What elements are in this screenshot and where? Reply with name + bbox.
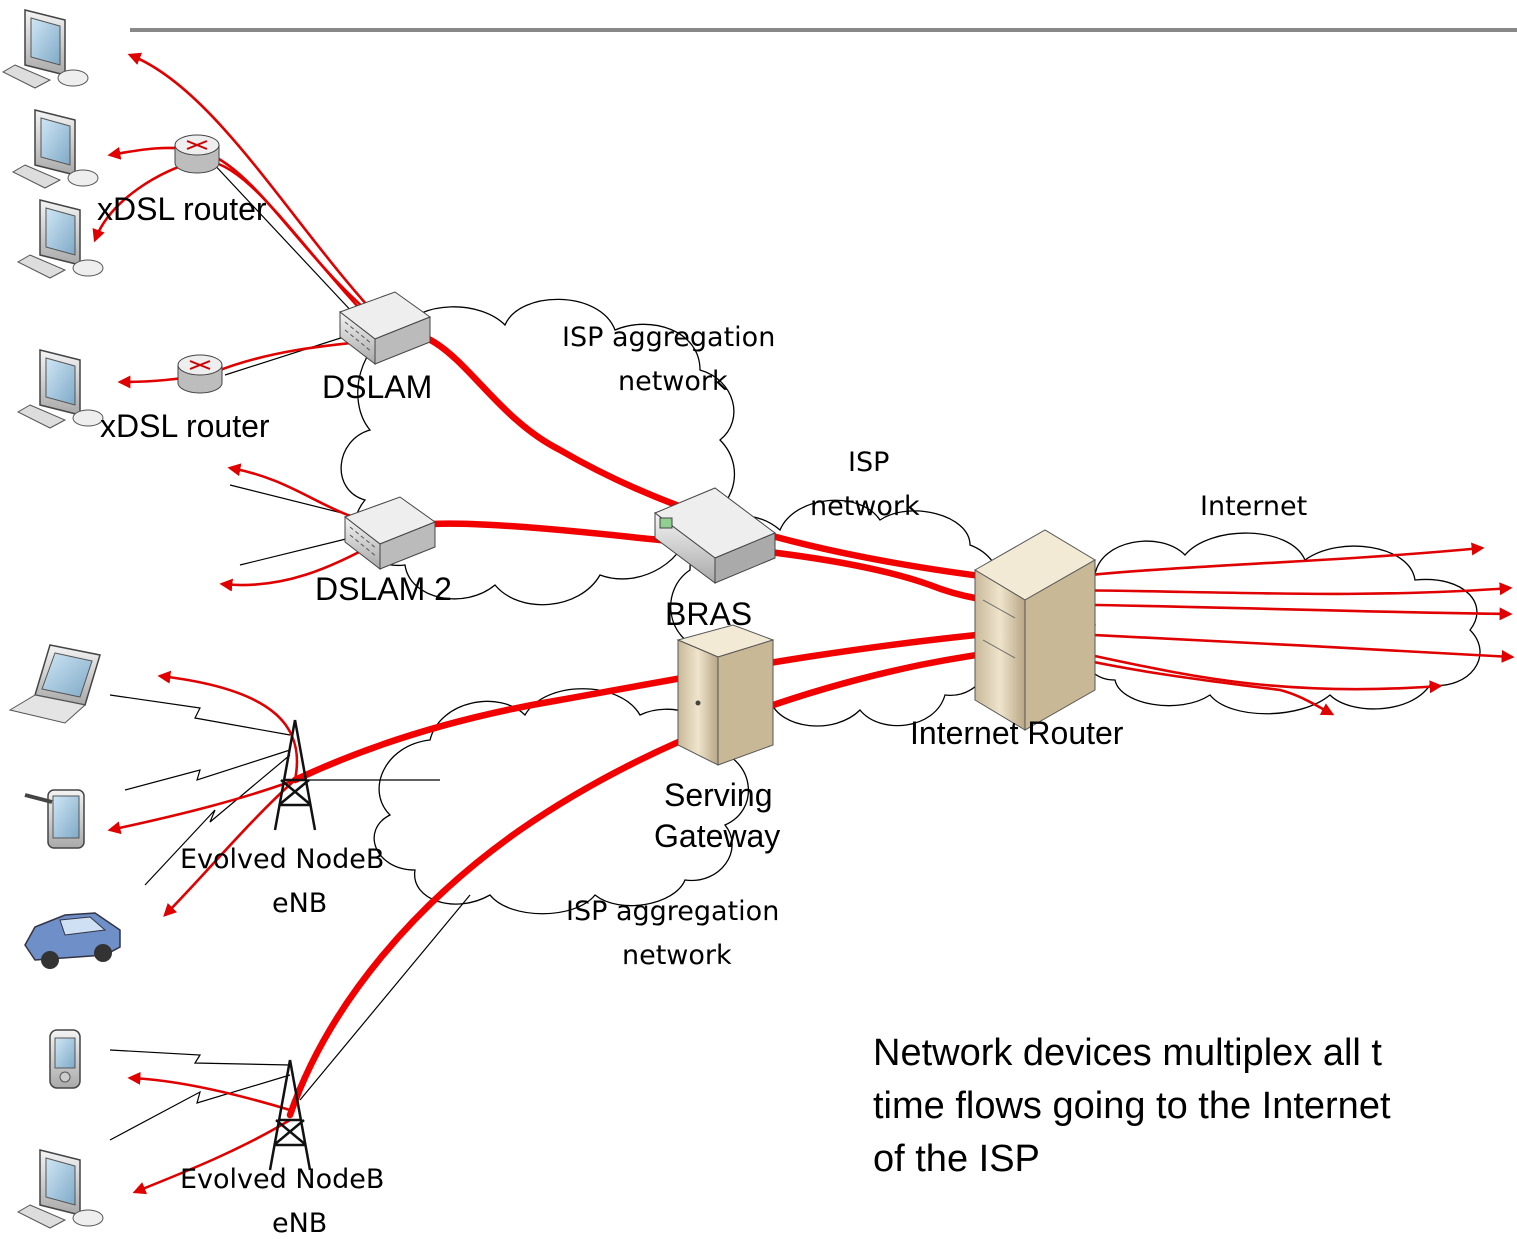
tablet-icon <box>24 789 85 849</box>
flow-enb2-to-router <box>286 643 1044 1119</box>
wire-dslam2-in-bottom <box>239 537 351 566</box>
flow-thin-pc1 <box>127 52 396 336</box>
desktop-icon <box>11 109 99 189</box>
laptop-icon <box>8 644 101 724</box>
flow-thin-car <box>163 779 296 917</box>
flow-thin-inet-4 <box>1034 630 1515 663</box>
label-xdsl-router-1: xDSL router <box>97 191 267 227</box>
label-serving-gateway-1: Serving <box>664 777 773 813</box>
flow-thin-pc4 <box>117 338 381 389</box>
label-agg-top-2: network <box>618 366 728 397</box>
phone-icon <box>49 1029 81 1089</box>
flow-thin-inet-3 <box>1029 602 1513 621</box>
label-enb-bottom-1: Evolved NodeB <box>180 1164 384 1195</box>
desktop-icon <box>16 1149 104 1229</box>
label-enb-top-2: eNB <box>272 888 327 919</box>
radio-link-laptop <box>109 694 291 736</box>
label-xdsl-router-2: xDSL router <box>100 408 270 444</box>
caption-line-1: Network devices multiplex all t <box>873 1032 1382 1074</box>
bras-device-icon <box>654 487 776 584</box>
radio-link-car <box>144 754 291 886</box>
label-isp-2: network <box>810 491 920 522</box>
switch-icon <box>338 291 432 366</box>
flow-thin-inet-2 <box>1029 582 1513 596</box>
router-icon <box>174 134 220 174</box>
label-enb-bottom-2: eNB <box>272 1208 327 1239</box>
label-bras: BRAS <box>665 596 752 632</box>
tower-icon <box>268 1059 312 1171</box>
tower-icon <box>273 719 317 831</box>
desktop-icon <box>1 9 89 89</box>
flow-thin-tablet <box>107 778 296 835</box>
label-agg-bottom-1: ISP aggregation <box>566 896 779 927</box>
internet-router-icon <box>974 529 1096 731</box>
server-icon <box>676 624 775 766</box>
label-internet: Internet <box>1200 491 1307 522</box>
radio-link-tablet <box>124 749 291 791</box>
label-serving-gateway-2: Gateway <box>654 818 780 854</box>
label-dslam-2: DSLAM 2 <box>315 571 452 607</box>
wire-enb2-sgw <box>299 894 471 1101</box>
wire-router2-dslam <box>224 334 351 376</box>
caption-line-3: of the ISP <box>873 1138 1040 1180</box>
radio-link-pc <box>109 1074 291 1141</box>
label-isp-1: ISP <box>848 447 889 478</box>
flow-thin-laptop <box>157 670 299 781</box>
cloud-internet <box>1077 532 1481 715</box>
label-internet-router: Internet Router <box>910 715 1124 751</box>
flow-thin-pc2 <box>107 146 391 332</box>
label-enb-top-1: Evolved NodeB <box>180 844 384 875</box>
car-icon <box>24 912 121 969</box>
label-agg-top-1: ISP aggregation <box>562 322 775 353</box>
wire-dslam2-in-top <box>229 484 351 516</box>
switch-icon <box>343 496 437 571</box>
caption-line-2: time flows going to the Internet <box>873 1085 1391 1127</box>
label-dslam: DSLAM <box>322 369 432 405</box>
router-icon <box>177 354 223 394</box>
label-agg-bottom-2: network <box>622 940 732 971</box>
radio-link-phone <box>109 1049 291 1066</box>
flow-thin-pc3 <box>92 158 386 336</box>
flow-thin-phone <box>127 1071 291 1112</box>
desktop-icon <box>16 349 104 429</box>
flow-thin-pc5 <box>132 1118 291 1195</box>
flow-dslam-to-router <box>381 329 1034 586</box>
flow-enb1-to-router <box>291 626 1034 784</box>
wire-router1-dslam <box>209 159 356 316</box>
desktop-icon <box>16 199 104 279</box>
cloud-isp-aggregation-top <box>340 298 736 606</box>
